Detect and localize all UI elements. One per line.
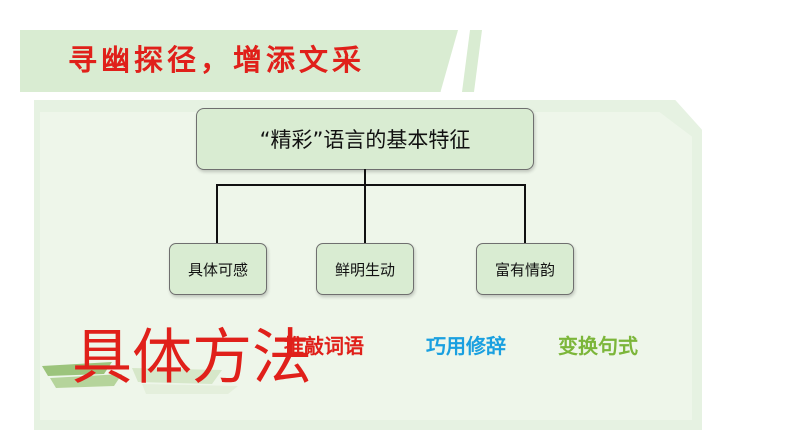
method-item-1: 推敲词语	[284, 334, 364, 358]
decorative-strokes-graphic	[42, 362, 238, 394]
connector-right-drop	[524, 184, 526, 243]
method-item-3: 变换句式	[558, 334, 638, 358]
methods-heading: 具体方法	[72, 323, 312, 393]
diagram-child-node-1: 具体可感	[169, 243, 267, 295]
connector-left-drop	[216, 184, 218, 243]
diagram-child-node-3: 富有情韵	[476, 243, 574, 295]
title-banner-stripe	[462, 30, 482, 92]
method-item-2: 巧用修辞	[426, 334, 506, 358]
slide-title: 寻幽探径，增添文采	[68, 43, 366, 77]
connector-horizontal-bar	[216, 184, 526, 186]
diagram-root-node: “精彩”语言的基本特征	[196, 108, 534, 170]
connector-middle-drop	[364, 184, 366, 243]
diagram-child-node-2: 鲜明生动	[316, 243, 414, 295]
connector-root-stem	[364, 169, 366, 185]
title-banner	[20, 30, 458, 92]
